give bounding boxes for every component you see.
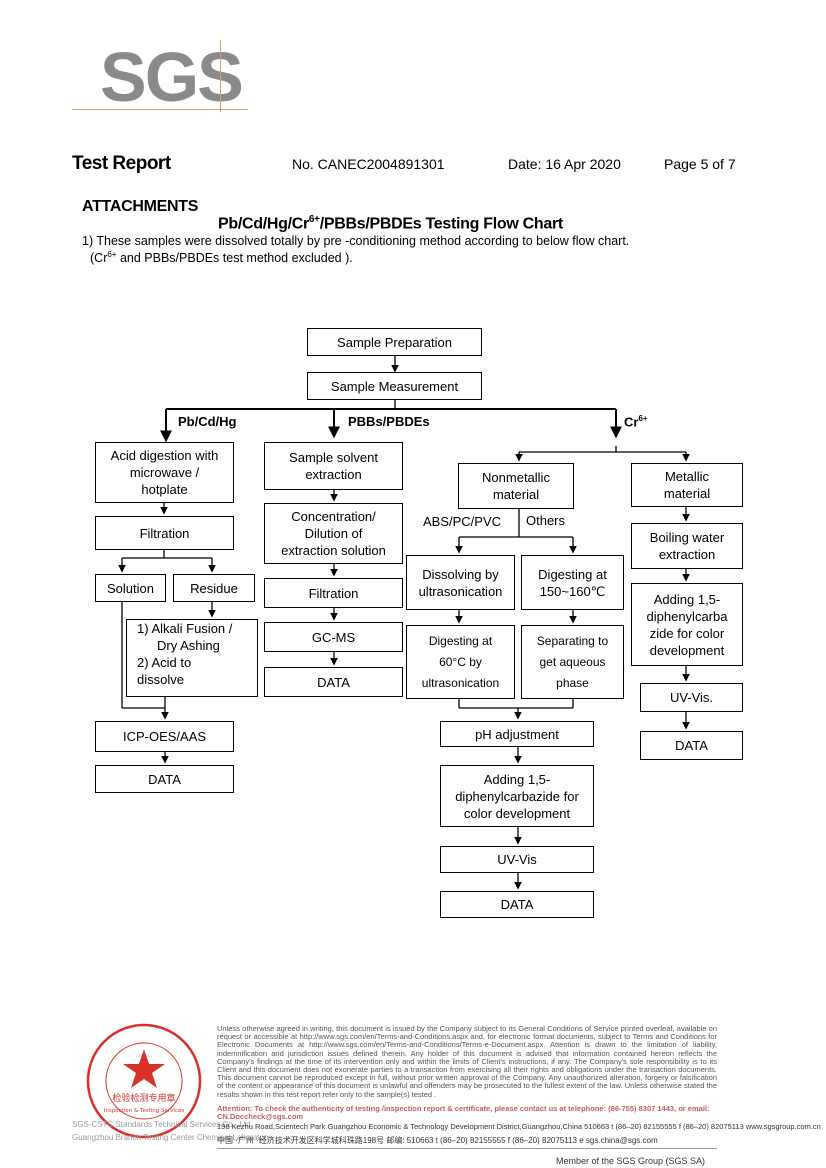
data-box-metals: DATA bbox=[95, 765, 234, 793]
footer-divider bbox=[217, 1148, 717, 1149]
logo-divider-vertical bbox=[220, 40, 221, 112]
branch-label-pbbs: PBBs/PBDEs bbox=[348, 414, 430, 429]
filtration-box-metals: Filtration bbox=[95, 516, 234, 550]
uv-vis-box-center: UV-Vis bbox=[440, 846, 594, 873]
sgs-logo: SGS bbox=[100, 38, 244, 116]
sample-preparation-box: Sample Preparation bbox=[307, 328, 482, 356]
branch-label-cr6: Cr6+ bbox=[624, 414, 648, 430]
attachments-heading: ATTACHMENTS bbox=[82, 198, 199, 215]
branch-label-pbcdhg: Pb/Cd/Hg bbox=[178, 414, 237, 429]
others-label: Others bbox=[526, 513, 566, 528]
seal-caption-2: Guangzhou Branch Testing Center Chemical… bbox=[72, 1133, 271, 1142]
report-title: Test Report bbox=[72, 153, 171, 174]
seal-chinese-text: 检验检测专用章 bbox=[112, 1092, 175, 1104]
data-box-pbbs: DATA bbox=[264, 667, 403, 697]
company-seal: 检验检测专用章 Inspection & Testing Services bbox=[86, 1023, 202, 1139]
report-date: Date: 16 Apr 2020 bbox=[508, 156, 621, 172]
logo-divider-horizontal bbox=[72, 109, 248, 110]
seal-caption-1: SGS-CSTC Standards Technical Services Co… bbox=[72, 1120, 253, 1129]
sample-measurement-box: Sample Measurement bbox=[307, 372, 482, 400]
ph-adjustment-box: pH adjustment bbox=[440, 721, 594, 747]
data-box-right: DATA bbox=[640, 731, 743, 760]
seal-english-text: Inspection & Testing Services bbox=[104, 1108, 185, 1114]
intro-line-1: 1) These samples were dissolved totally … bbox=[82, 234, 630, 248]
data-box-center: DATA bbox=[440, 891, 594, 918]
flow-chart-title: Pb/Cd/Hg/Cr6+/PBBs/PBDEs Testing Flow Ch… bbox=[218, 214, 563, 233]
gcms-box: GC-MS bbox=[264, 622, 403, 652]
page-number: Page 5 of 7 bbox=[664, 156, 736, 172]
authenticity-notice: Attention: To check the authenticity of … bbox=[217, 1104, 710, 1122]
member-of-sgs-group: Member of the SGS Group (SGS SA) bbox=[556, 1156, 706, 1166]
residue-box: Residue bbox=[173, 574, 255, 602]
address-chinese: 中国 ·广州 ·经济技术开发区科学城科珠路198号 邮编: 510663 t (… bbox=[217, 1136, 658, 1145]
uv-vis-box-right: UV-Vis. bbox=[640, 683, 743, 712]
legal-fine-print: Unless otherwise agreed in writing, this… bbox=[217, 1024, 717, 1099]
solution-box: Solution bbox=[95, 574, 166, 602]
report-number: No. CANEC2004891301 bbox=[292, 156, 445, 172]
filtration-box-pbbs: Filtration bbox=[264, 578, 403, 608]
abs-pc-pvc-label: ABS/PC/PVC bbox=[423, 514, 502, 529]
address-english: 198 Kezhu Road,Scientech Park Guangzhou … bbox=[217, 1122, 821, 1131]
intro-line-2: (Cr6+ and PBBs/PBDEs test method exclude… bbox=[90, 250, 353, 266]
icp-oes-aas-box: ICP-OES/AAS bbox=[95, 721, 234, 752]
